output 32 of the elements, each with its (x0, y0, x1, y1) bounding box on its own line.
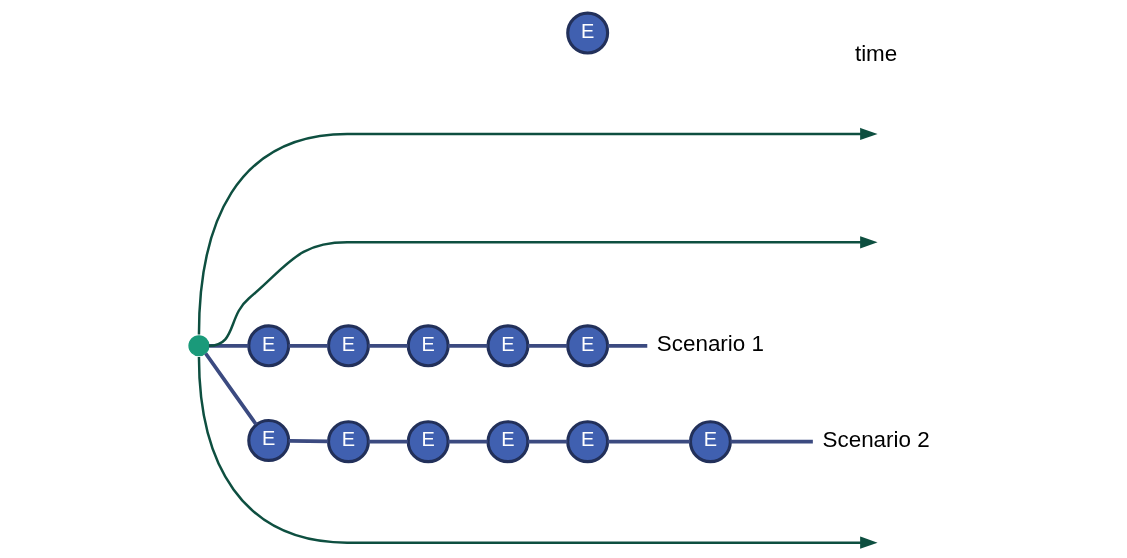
connector (288, 343, 328, 348)
connector (607, 343, 647, 348)
node-circle: E (406, 324, 450, 368)
node-circle: E (485, 420, 529, 464)
node-circle: E (246, 324, 290, 368)
node-circle: E (688, 420, 732, 464)
node-circle: E (565, 11, 609, 55)
connector (447, 343, 488, 348)
connector (367, 439, 408, 444)
node-circle: E (565, 324, 609, 368)
node-text: Scenario 1 (656, 331, 764, 357)
node-circle: E (485, 324, 529, 368)
connector (527, 439, 567, 444)
connector (447, 439, 488, 444)
connector (367, 343, 408, 348)
arrow (208, 236, 878, 347)
connector (527, 343, 567, 348)
node-circle: E (406, 420, 450, 464)
node-text: Scenario 2 (822, 427, 930, 453)
node-circle: E (565, 420, 609, 464)
node-circle: E (326, 324, 370, 368)
arrow (197, 356, 878, 549)
connector (288, 438, 328, 444)
node-circle: E (326, 420, 370, 464)
node-circle: E (246, 418, 290, 462)
connector (607, 439, 690, 444)
connector (203, 352, 258, 426)
connector (729, 439, 813, 444)
label: time (854, 40, 897, 66)
arrow (197, 127, 878, 335)
node-circle (187, 335, 210, 357)
connector (208, 343, 248, 348)
